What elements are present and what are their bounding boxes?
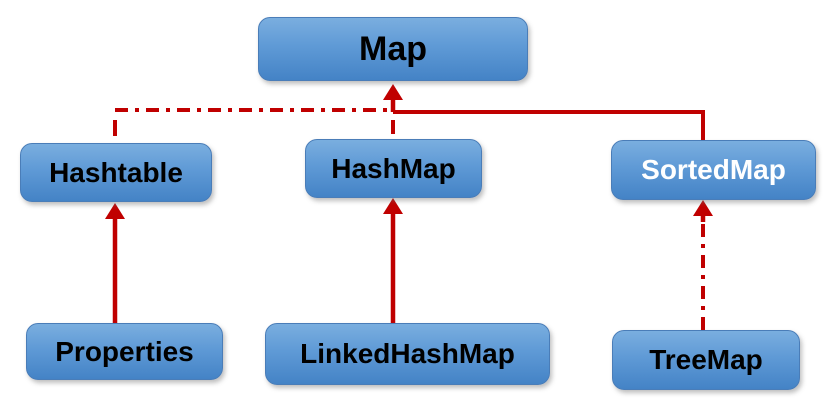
node-treemap: TreeMap — [612, 330, 800, 390]
arrowhead-into-hashtable — [105, 203, 125, 219]
node-hashmap: HashMap — [305, 139, 482, 198]
arrowhead-into-sortedmap — [693, 200, 713, 216]
arrowhead-into-map — [383, 84, 403, 100]
node-properties: Properties — [26, 323, 223, 380]
node-hashtable: Hashtable — [20, 143, 212, 202]
node-linkedhashmap: LinkedHashMap — [265, 323, 550, 385]
edge-sortedmap-map — [393, 110, 705, 140]
node-map: Map — [258, 17, 528, 81]
node-sortedmap: SortedMap — [611, 140, 816, 200]
arrowhead-into-hashmap — [383, 198, 403, 214]
